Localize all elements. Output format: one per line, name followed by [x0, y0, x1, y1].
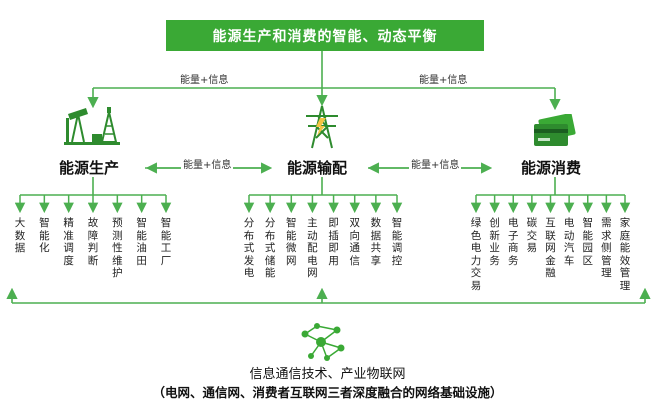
node-energy-consumption: 能源消费 — [521, 159, 582, 177]
production-item: 故障判断 — [87, 217, 99, 267]
transmission-item: 分布式储能 — [264, 217, 276, 279]
consumption-item: 需求侧管理 — [601, 217, 612, 279]
network-nodes-icon — [301, 323, 345, 361]
node-energy-production: 能源生产 — [59, 159, 120, 177]
edge-label-top-right: 能量+信息 — [417, 71, 470, 86]
production-item: 预测性维护 — [112, 217, 123, 279]
title-banner: 能源生产和消费的智能、动态平衡 — [166, 20, 484, 51]
bottom-caption: 信息通信技术、产业物联网 — [249, 367, 406, 382]
production-item: 智能化 — [39, 217, 50, 254]
consumption-item: 电动汽车 — [563, 217, 575, 267]
transmission-item: 智能微网 — [286, 217, 297, 267]
consumption-item: 互联网金融 — [545, 217, 556, 279]
production-item: 智能油田 — [136, 217, 147, 267]
bottom-subcaption: （电网、通信网、消费者互联网三者深度融合的网络基础设施） — [152, 385, 503, 400]
transmission-item: 即插即用 — [328, 217, 339, 267]
transmission-item: 双向通信 — [349, 217, 360, 267]
consumption-item: 电子商务 — [508, 217, 519, 267]
transmission-item: 数据共享 — [370, 217, 382, 267]
production-item: 大数据 — [14, 217, 26, 254]
consumption-item: 创新业务 — [489, 217, 500, 267]
production-item: 精准调度 — [63, 217, 74, 267]
production-item: 智能工厂 — [160, 217, 172, 267]
edge-label-top-left: 能量+信息 — [178, 71, 231, 86]
oil-pump-icon — [64, 107, 120, 145]
consumption-item: 碳交易 — [526, 217, 538, 254]
transmission-item: 主动配电网 — [307, 217, 318, 279]
power-tower-icon — [306, 105, 338, 149]
payment-card-icon — [534, 114, 576, 146]
consumption-item: 家庭能效管理 — [619, 217, 631, 292]
consumption-item: 绿色电力交易 — [470, 217, 482, 292]
edge-label-mid-right: 能量+信息 — [409, 156, 462, 171]
consumption-item: 智能园区 — [582, 217, 594, 267]
node-energy-transmission: 能源输配 — [287, 159, 348, 177]
transmission-item: 智能调控 — [391, 217, 403, 267]
edge-label-mid-left: 能量+信息 — [181, 156, 234, 171]
transmission-item: 分布式发电 — [243, 217, 255, 279]
